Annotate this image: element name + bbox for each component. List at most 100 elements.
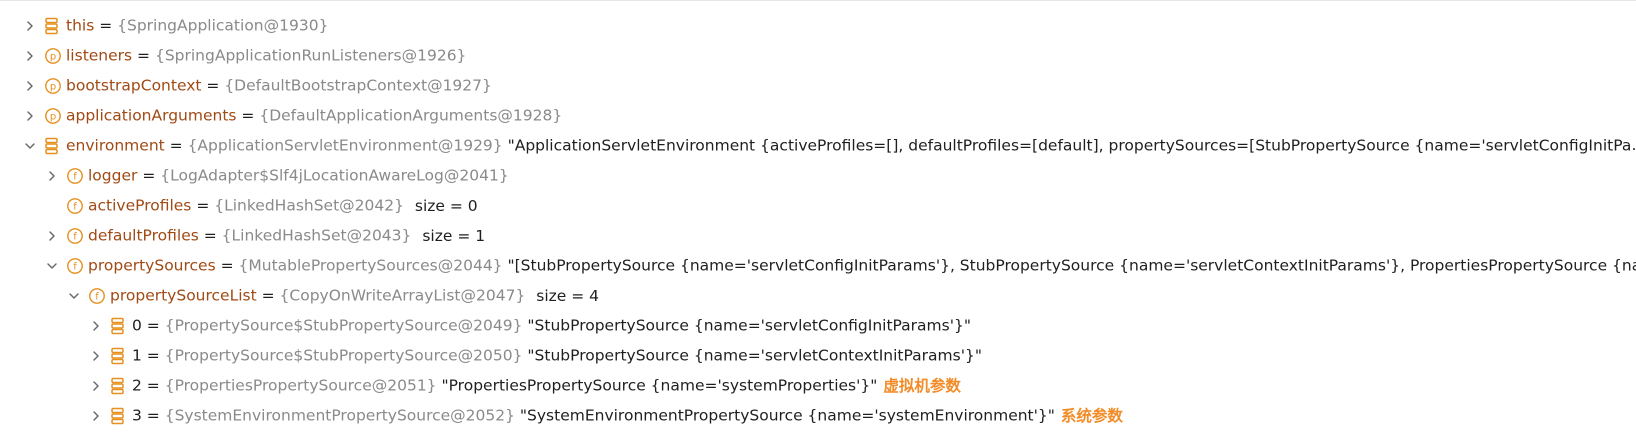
variable-name: logger [88, 166, 138, 185]
chevron-right-icon[interactable] [84, 371, 108, 401]
variable-type-ref: {CopyOnWriteArrayList@2047} [279, 286, 526, 305]
tree-row-3[interactable]: 3 = {SystemEnvironmentPropertySource@205… [0, 400, 1636, 430]
variables-tree: this = {SpringApplication@1930} p listener… [0, 10, 1636, 430]
annotation-note: 系统参数 [1060, 406, 1123, 425]
variable-name: defaultProfiles [88, 226, 199, 245]
variable-value: "SystemEnvironmentPropertySource {name='… [514, 406, 1055, 425]
svg-text:p: p [50, 81, 56, 92]
equals-sign: = [215, 256, 239, 275]
variable-type-ref: {SpringApplication@1930} [117, 16, 329, 35]
variable-name: 2 [132, 376, 142, 395]
chevron-down-icon[interactable] [62, 281, 86, 311]
variable-name: environment [66, 136, 165, 155]
equals-sign: = [141, 406, 165, 425]
svg-text:f: f [73, 171, 77, 182]
local-variable-icon [108, 401, 130, 431]
local-variable-icon [42, 11, 64, 41]
variable-value: "PropertiesPropertySource {name='systemP… [436, 376, 878, 395]
field-icon: f [64, 161, 86, 191]
chevron-right-icon[interactable] [18, 11, 42, 41]
variable-name: propertySourceList [110, 286, 257, 305]
variable-value: "StubPropertySource {name='servletContex… [522, 346, 982, 365]
variable-name: applicationArguments [66, 106, 237, 125]
variable-type-ref: {LogAdapter$Slf4jLocationAwareLog@2041} [160, 166, 509, 185]
equals-sign: = [164, 136, 188, 155]
variable-type-ref: {ApplicationServletEnvironment@1929} [187, 136, 503, 155]
variable-name: 1 [132, 346, 142, 365]
collection-size: size = 0 [409, 196, 478, 215]
chevron-right-icon[interactable] [18, 41, 42, 71]
variable-type-ref: {LinkedHashSet@2043} [221, 226, 412, 245]
svg-text:p: p [50, 111, 56, 122]
chevron-down-icon[interactable] [40, 251, 64, 281]
equals-sign: = [201, 76, 225, 95]
svg-text:p: p [50, 51, 56, 62]
field-icon: f [64, 221, 86, 251]
variable-value: "StubPropertySource {name='servletConfig… [522, 316, 971, 335]
equals-sign: = [191, 196, 215, 215]
variable-value: "[StubPropertySource {name='servletConfi… [502, 256, 1636, 275]
tree-row-0[interactable]: 0 = {PropertySource$StubPropertySource@2… [0, 310, 1636, 340]
equals-sign: = [94, 16, 118, 35]
local-variable-icon [108, 341, 130, 371]
chevron-right-icon[interactable] [40, 221, 64, 251]
svg-text:f: f [73, 231, 77, 242]
variable-type-ref: {SystemEnvironmentPropertySource@2052} [164, 406, 515, 425]
variable-type-ref: {PropertiesPropertySource@2051} [164, 376, 437, 395]
variable-name: activeProfiles [88, 196, 192, 215]
top-divider [0, 0, 1636, 1]
tree-row-listeners[interactable]: p listeners = {SpringApplicationRunListen… [0, 40, 1636, 70]
tree-row-environment[interactable]: environment = {ApplicationServletEnviron… [0, 130, 1636, 160]
variable-name: bootstrapContext [66, 76, 202, 95]
equals-sign: = [141, 376, 165, 395]
variable-name: listeners [66, 46, 133, 65]
variable-type-ref: {DefaultApplicationArguments@1928} [259, 106, 563, 125]
equals-sign: = [198, 226, 222, 245]
equals-sign: = [132, 46, 155, 65]
tree-row-applicationArguments[interactable]: p applicationArguments = {DefaultApplicat… [0, 100, 1636, 130]
local-variable-icon [108, 371, 130, 401]
tree-row-2[interactable]: 2 = {PropertiesPropertySource@2051} "Pro… [0, 370, 1636, 400]
field-icon: f [64, 251, 86, 281]
collection-size: size = 4 [531, 286, 599, 305]
variable-value: "ApplicationServletEnvironment {activePr… [502, 136, 1636, 155]
annotation-note: 虚拟机参数 [883, 376, 961, 395]
chevron-right-icon[interactable] [40, 161, 64, 191]
variable-name: 3 [132, 406, 142, 425]
variable-type-ref: {SpringApplicationRunListeners@1926} [154, 46, 467, 65]
chevron-right-icon[interactable] [84, 311, 108, 341]
local-variable-icon [108, 311, 130, 341]
collection-size: size = 1 [417, 226, 486, 245]
chevron-right-icon[interactable] [84, 401, 108, 431]
svg-text:f: f [73, 261, 77, 272]
chevron-right-icon[interactable] [18, 101, 42, 131]
parameter-icon: p [42, 71, 64, 101]
variable-type-ref: {PropertySource$StubPropertySource@2050} [164, 346, 523, 365]
variable-type-ref: {LinkedHashSet@2042} [214, 196, 404, 215]
parameter-icon: p [42, 41, 64, 71]
equals-sign: = [141, 346, 165, 365]
tree-row-1[interactable]: 1 = {PropertySource$StubPropertySource@2… [0, 340, 1636, 370]
field-icon: f [86, 281, 108, 311]
variable-name: this [66, 16, 95, 35]
equals-sign: = [256, 286, 280, 305]
chevron-right-icon[interactable] [84, 341, 108, 371]
variable-type-ref: {PropertySource$StubPropertySource@2049} [164, 316, 523, 335]
svg-text:f: f [73, 201, 77, 212]
tree-row-activeProfiles[interactable]: f activeProfiles = {LinkedHashSet@2042} s… [0, 190, 1636, 220]
chevron-down-icon[interactable] [18, 131, 42, 161]
tree-row-propertySourceList[interactable]: f propertySourceList = {CopyOnWriteArrayL… [0, 280, 1636, 310]
variable-type-ref: {MutablePropertySources@2044} [238, 256, 503, 275]
tree-row-this[interactable]: this = {SpringApplication@1930} [0, 10, 1636, 40]
field-icon: f [64, 191, 86, 221]
equals-sign: = [236, 106, 260, 125]
expander-spacer [40, 191, 64, 221]
svg-text:f: f [95, 291, 99, 302]
parameter-icon: p [42, 101, 64, 131]
equals-sign: = [137, 166, 161, 185]
chevron-right-icon[interactable] [18, 71, 42, 101]
